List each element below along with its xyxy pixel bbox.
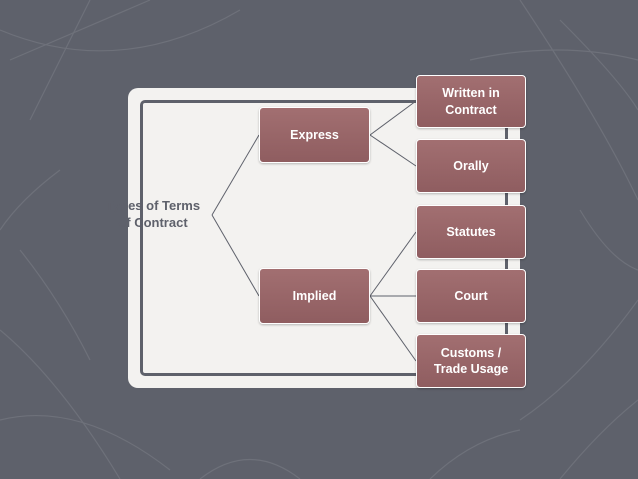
connector-root-express [211, 134, 260, 216]
connector-express-orally [369, 134, 417, 167]
statutes-node: Statutes [416, 205, 526, 259]
customs-trade-usage-node: Customs / Trade Usage [416, 334, 526, 388]
root-node: Types of Terms of Contract [105, 198, 201, 230]
connector-implied-statutes [369, 231, 417, 297]
connector-root-implied [211, 214, 260, 297]
connector-implied-customs [369, 295, 417, 362]
written-in-contract-node: Written in Contract [416, 75, 526, 128]
implied-node: Implied [259, 268, 370, 324]
court-node: Court [416, 269, 526, 323]
express-node: Express [259, 107, 370, 163]
connector-express-written [369, 100, 417, 136]
orally-node: Orally [416, 139, 526, 193]
